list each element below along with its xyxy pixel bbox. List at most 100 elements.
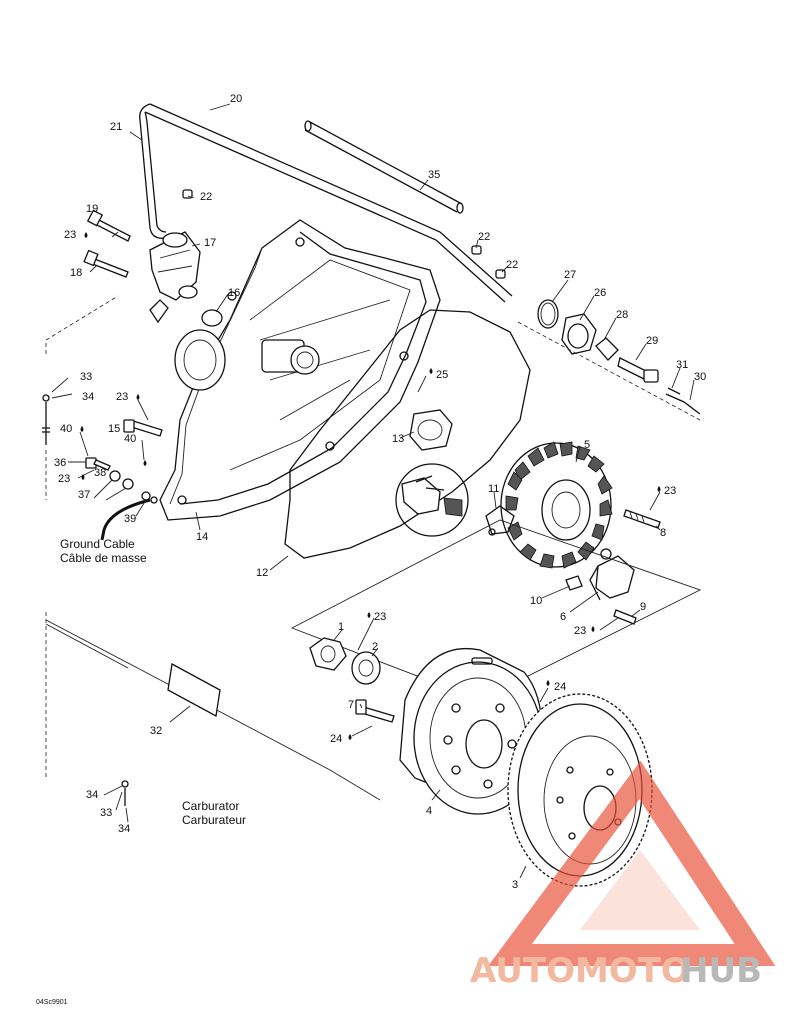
part-number: 12 (256, 567, 268, 579)
part-number: 10 (530, 595, 542, 607)
part-number: 31 (676, 359, 688, 371)
part-number: 17 (204, 237, 216, 249)
stator-teeth (505, 441, 613, 569)
magnified-connector-circle (395, 463, 469, 537)
part-number: 7 (348, 699, 354, 711)
nut-1 (309, 637, 347, 671)
drop-icon (84, 232, 88, 238)
part-number: 23 (116, 391, 128, 403)
carburator-caption-fr: Carburateur (182, 813, 246, 827)
gasket-28 (595, 337, 619, 361)
tube-35 (304, 120, 464, 214)
housing-26 (561, 313, 597, 355)
bolt-19 (86, 209, 131, 242)
seal-27 (537, 299, 559, 329)
part-number: 25 (436, 369, 448, 381)
part-number: 4 (426, 805, 432, 817)
part-number: 30 (694, 371, 706, 383)
drop-icon (657, 486, 661, 492)
part-number: 22 (478, 231, 490, 243)
part-number: 34 (86, 789, 98, 801)
stator-5 (500, 441, 613, 569)
part-number: 22 (200, 191, 212, 203)
part-number: 6 (560, 611, 566, 623)
ground-cable-caption: Ground Cable (60, 537, 135, 551)
drawing-code: 04Sc9901 (36, 999, 68, 1006)
cable-32 (45, 612, 381, 806)
magneto-housing-14 (159, 219, 441, 521)
carburator-caption: Carburator (182, 799, 239, 813)
drop-icon (348, 734, 352, 740)
part-number: 40 (124, 433, 136, 445)
part-number: 23 (64, 229, 76, 241)
drop-icon (367, 612, 371, 618)
part-number: 32 (150, 725, 162, 737)
part-number: 14 (196, 531, 208, 543)
o-ring-16 (201, 309, 223, 327)
part-number: 26 (594, 287, 606, 299)
part-number: 22 (506, 259, 518, 271)
part-number: 11 (488, 483, 499, 495)
part-number: 35 (428, 169, 440, 181)
sealant-drop-icons (80, 232, 661, 740)
watermark-triangle-icon (488, 760, 776, 966)
part-number: 18 (70, 267, 82, 279)
ground-cable-caption-fr: Câble de masse (60, 551, 147, 565)
part-number: 20 (230, 93, 242, 105)
part-number: 40 (60, 423, 72, 435)
part-number: 23 (58, 473, 70, 485)
part-number: 39 (124, 513, 136, 525)
part-31-30 (517, 321, 701, 421)
bolt-18 (83, 249, 129, 278)
sensor-29 (617, 357, 659, 383)
screw-9 (613, 609, 637, 625)
captions: Ground Cable Câble de masse Carburator C… (36, 537, 246, 1006)
part-number: 15 (108, 423, 120, 435)
bolt-8 (623, 509, 661, 529)
bracket-33-34-upper (42, 295, 119, 500)
part-number: 23 (574, 625, 586, 637)
gasket-12 (284, 309, 531, 559)
part-number: 37 (78, 489, 90, 501)
washer-2 (351, 651, 381, 685)
part-number: 34 (82, 391, 94, 403)
part-number: 16 (228, 287, 240, 299)
drop-icon (136, 394, 140, 400)
clamps-22 (182, 189, 506, 279)
part-number: 23 (374, 611, 386, 623)
drop-icon (80, 426, 84, 432)
part-number: 21 (110, 121, 122, 133)
part-number: 9 (640, 601, 646, 613)
flywheel-4 (399, 648, 543, 815)
watermark-text-a: AUTOMOTO (470, 951, 690, 991)
ground-cable-parts (85, 457, 158, 541)
leader-lines (51, 103, 695, 879)
screw-10 (565, 575, 583, 591)
drop-icon (546, 680, 550, 686)
part-number: 2 (372, 641, 378, 653)
watermark-text: AUTOMOTO HUB (470, 951, 762, 991)
watermark-text-b: HUB (680, 951, 762, 991)
drop-icon (143, 460, 147, 466)
part-number: 27 (564, 269, 576, 281)
part-number: 34 (118, 823, 130, 835)
part-number: 19 (86, 203, 98, 215)
part-number: 28 (616, 309, 628, 321)
part-number: 1 (338, 621, 344, 633)
part-numbers: 20 21 35 22 19 23 17 18 16 22 22 27 26 2… (54, 93, 706, 891)
part-number: 3 (512, 879, 518, 891)
coupling-13 (409, 409, 453, 451)
bolt-7 (355, 699, 395, 723)
part-number: 29 (646, 335, 658, 347)
drop-icon (429, 368, 433, 374)
drop-icon (591, 626, 595, 632)
part-number: 23 (664, 485, 676, 497)
part-number: 33 (80, 371, 92, 383)
part-number: 24 (554, 681, 566, 693)
watermark-logo (488, 760, 776, 966)
tube-20-21 (139, 103, 513, 303)
bolt-15 (123, 419, 163, 437)
part-number: 38 (94, 467, 106, 479)
